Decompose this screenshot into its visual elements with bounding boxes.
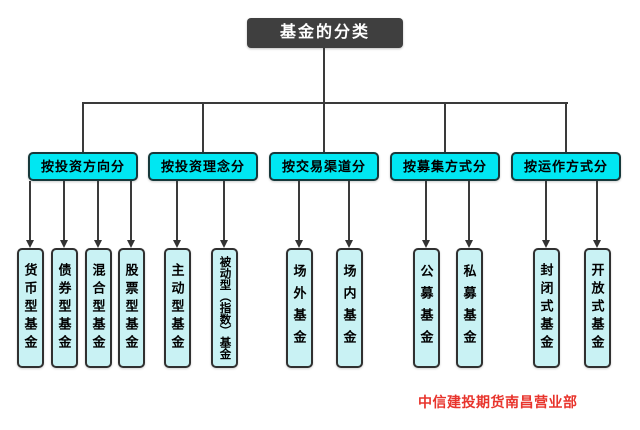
- arrow-stem: [298, 181, 300, 240]
- category-box-operation-method: 按运作方式分: [511, 152, 621, 181]
- arrow-stem: [348, 181, 350, 240]
- category-box-trading-channel: 按交易渠道分: [269, 152, 379, 181]
- category-box-fundraising-method: 按募集方式分: [390, 152, 500, 181]
- leaf-box-hybrid-fund: 混合型基金: [84, 248, 112, 368]
- arrow-stem: [468, 181, 470, 240]
- arrow-down-icon: [93, 240, 102, 248]
- arrow-stem: [130, 181, 132, 240]
- arrow-stem: [223, 181, 225, 240]
- connector-bus: [83, 102, 568, 104]
- leaf-box-stock-fund: 股票型基金: [117, 248, 145, 368]
- arrow-stem: [29, 181, 31, 240]
- arrow-stem: [596, 181, 598, 240]
- arrow-down-icon: [421, 240, 430, 248]
- arrow-down-icon: [219, 240, 228, 248]
- arrow-down-icon: [172, 240, 181, 248]
- arrow-down-icon: [541, 240, 550, 248]
- root-node-fund-classification: 基金的分类: [247, 18, 403, 48]
- leaf-box-active-fund: 主动型基金: [163, 248, 191, 368]
- connector-drop: [202, 102, 204, 152]
- connector-trunk: [323, 48, 325, 102]
- leaf-box-otc-fund: 场外基金: [285, 248, 313, 368]
- arrow-down-icon: [464, 240, 473, 248]
- connector-drop: [444, 102, 446, 152]
- arrow-down-icon: [59, 240, 68, 248]
- leaf-box-open-end-fund: 开放式基金: [583, 248, 611, 368]
- leaf-box-bond-fund: 债券型基金: [50, 248, 78, 368]
- arrow-down-icon: [592, 240, 601, 248]
- connector-drop: [82, 102, 84, 152]
- arrow-down-icon: [294, 240, 303, 248]
- arrow-down-icon: [126, 240, 135, 248]
- arrow-stem: [425, 181, 427, 240]
- leaf-box-public-fund: 公募基金: [412, 248, 440, 368]
- leaf-box-passive-index-fund: 被动型（指数）基金: [210, 248, 238, 368]
- connector-drop: [565, 102, 567, 152]
- leaf-box-closed-end-fund: 封闭式基金: [532, 248, 560, 368]
- category-box-investment-direction: 按投资方向分: [28, 152, 138, 181]
- leaf-box-private-fund: 私募基金: [455, 248, 483, 368]
- watermark-caption: 中信建投期货南昌营业部: [418, 394, 578, 410]
- arrow-stem: [97, 181, 99, 240]
- connector-drop: [323, 102, 325, 152]
- category-box-investment-philosophy: 按投资理念分: [148, 152, 258, 181]
- arrow-down-icon: [25, 240, 34, 248]
- arrow-stem: [545, 181, 547, 240]
- leaf-box-currency-fund: 货币型基金: [16, 248, 44, 368]
- arrow-stem: [63, 181, 65, 240]
- leaf-box-exchange-fund: 场内基金: [335, 248, 363, 368]
- arrow-down-icon: [344, 240, 353, 248]
- arrow-stem: [176, 181, 178, 240]
